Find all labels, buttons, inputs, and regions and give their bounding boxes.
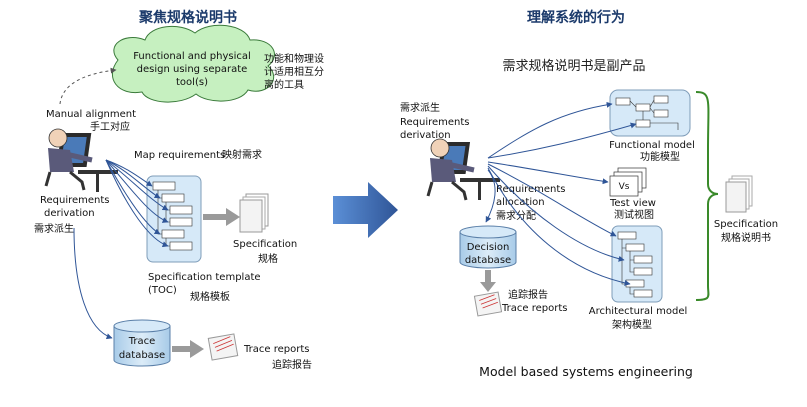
specification-template-box (146, 175, 202, 263)
manual-alignment-cn: 手工对应 (90, 120, 130, 133)
req-allocation-cn: 需求分配 (496, 210, 536, 222)
map-requirements-label: Map requirements (134, 150, 225, 161)
engineer-figure-right (426, 138, 500, 201)
architectural-model-label: Architectural model (589, 306, 688, 317)
left-title: 聚焦规格说明书 (138, 9, 237, 26)
design-tool-cloud: Functional and physical design using sep… (112, 24, 275, 103)
functional-model-cn: 功能模型 (640, 150, 680, 163)
req-allocation-1: Requirements (496, 184, 566, 195)
architectural-model-box (611, 225, 663, 303)
manual-alignment-label: Manual alignment (46, 109, 136, 120)
trace-reports-label: Trace reports (243, 344, 309, 355)
models-brace (695, 91, 719, 301)
decision-db-label-2: database (465, 255, 511, 266)
cloud-cn-line3: 离的工具 (264, 78, 304, 91)
right-specification-label: Specification (714, 219, 778, 230)
trace-db-label-1: Trace (128, 336, 156, 347)
right-req-derivation-cn: 需求派生 (400, 101, 440, 114)
spec-template-label-1: Specification template (148, 272, 261, 283)
right-specification-cn: 规格说明书 (721, 231, 771, 244)
req-derivation-label-2: derivation (44, 208, 95, 219)
engineer-figure-left (44, 128, 118, 192)
functional-model-box (609, 89, 691, 137)
right-req-derivation-2: derivation (400, 130, 451, 141)
cloud-text-line1: Functional and physical (133, 51, 251, 62)
footer-caption: Model based systems engineering (479, 364, 693, 379)
spec-template-label-2: (TOC) (148, 285, 177, 296)
right-trace-reports-cn: 追踪报告 (508, 288, 548, 301)
map-requirements-cn: 映射需求 (222, 149, 262, 161)
db-to-trace-report-arrow (172, 340, 204, 358)
decision-database-icon (459, 225, 517, 269)
manual-alignment-arrow (59, 67, 117, 105)
spec-template-cn: 规格模板 (190, 290, 230, 303)
req-allocation-2: allocation (496, 197, 545, 208)
test-view-icon: Vs (609, 167, 647, 197)
right-req-derivation-1: Requirements (400, 117, 470, 128)
right-trace-reports-label: Trace reports (501, 303, 567, 314)
req-derivation-cn: 需求派生 (34, 222, 74, 235)
test-view-cn: 测试视图 (614, 208, 654, 221)
functional-model-label: Functional model (609, 140, 695, 151)
specification-cn: 规格 (258, 252, 278, 265)
architectural-model-cn: 架构模型 (612, 318, 652, 331)
trace-db-label-2: database (119, 350, 165, 361)
right-subtitle: 需求规格说明书是副产品 (502, 58, 645, 74)
cloud-text-line2: design using separate (137, 64, 248, 75)
decision-db-label-1: Decision (467, 242, 510, 253)
trace-report-icon (207, 333, 239, 361)
cloud-cn-line1: 功能和物理设 (264, 52, 324, 65)
right-specification-doc-icon (725, 175, 753, 213)
trace-report-icon-right (473, 291, 503, 317)
right-title: 理解系统的行为 (527, 9, 625, 26)
transition-arrow (333, 182, 398, 238)
specification-label: Specification (233, 239, 297, 250)
trace-database-icon (113, 319, 171, 367)
trace-reports-cn: 追踪报告 (272, 358, 312, 371)
template-to-spec-arrow (203, 208, 240, 226)
db-to-report-arrow-right (480, 270, 496, 292)
req-derivation-label-1: Requirements (40, 195, 110, 206)
to-trace-db-arrow (73, 227, 113, 340)
vs-label: Vs (619, 182, 630, 192)
allocation-arrows (485, 101, 637, 286)
cloud-text-line3: tool(s) (176, 77, 208, 88)
specification-doc-icon (239, 193, 269, 233)
cloud-cn-line2: 计适用相互分 (264, 65, 324, 78)
test-view-label: Test view (609, 198, 656, 209)
map-requirement-arrows (105, 159, 169, 248)
